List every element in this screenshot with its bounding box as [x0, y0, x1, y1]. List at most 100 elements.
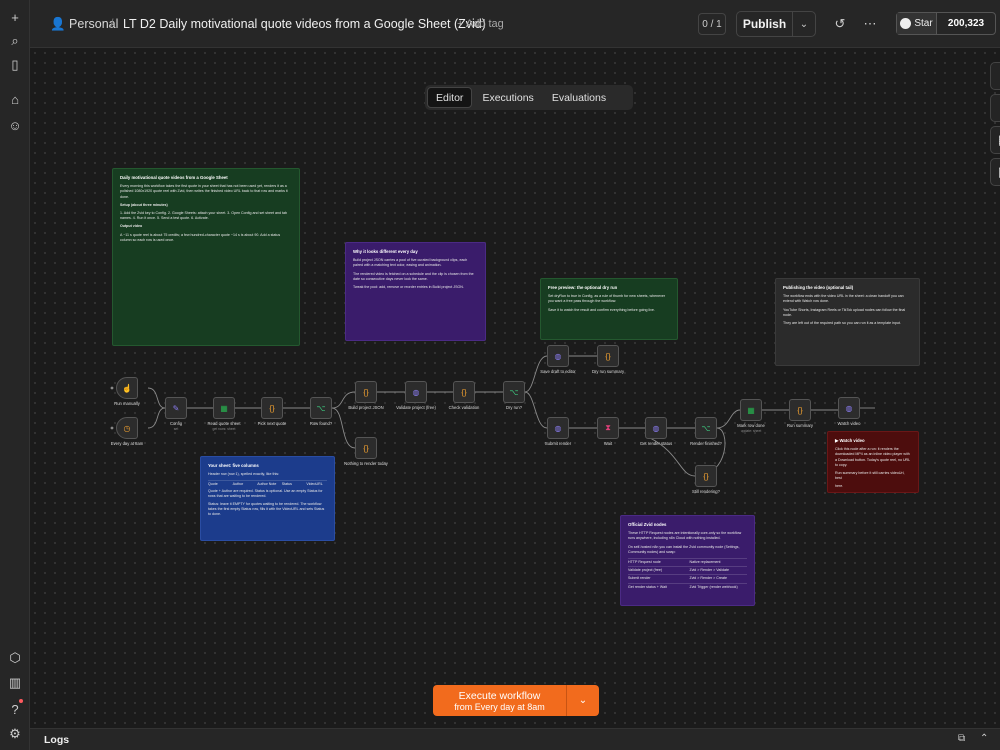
- sticky-note-button[interactable]: ▤: [990, 126, 1000, 154]
- node-validate[interactable]: ◍: [405, 381, 427, 403]
- node-row-found-label: Row found?: [309, 421, 333, 426]
- zvid-cell: Zvid > Render > Create: [689, 576, 728, 581]
- sheet-col-videourl: VideoURL: [306, 482, 323, 487]
- home-icon[interactable]: ⌂: [11, 91, 19, 107]
- notification-dot: [19, 699, 23, 703]
- sticky-intro-body4: Output video: [120, 224, 143, 229]
- node-submit-render-label: Submit render: [544, 441, 572, 446]
- chevron-up-icon[interactable]: ⌃: [980, 733, 989, 744]
- node-check-validation-label: Check validation: [448, 405, 480, 410]
- sheet-col-status: Status: [281, 482, 292, 487]
- sticky-zvid-body1: These HTTP Request nodes are intentional…: [628, 531, 742, 541]
- sticky-zvid[interactable]: Official Zvid nodes These HTTP Request n…: [620, 515, 755, 606]
- chevron-down-icon[interactable]: ⌄: [799, 18, 809, 30]
- insights-icon[interactable]: ▥: [8, 675, 22, 690]
- popout-icon[interactable]: ⧉: [958, 733, 966, 744]
- tab-evaluations[interactable]: Evaluations: [551, 91, 607, 104]
- sticky-preview[interactable]: Free preview: the optional dry run Set d…: [540, 278, 678, 340]
- settings-icon[interactable]: ⚙: [9, 726, 21, 741]
- breadcrumb-project[interactable]: 👤 Personal: [50, 17, 119, 31]
- sticky-publishing[interactable]: Publishing the video (optional tail) The…: [775, 278, 920, 366]
- canvas-search-button[interactable]: ⌕: [990, 94, 1000, 122]
- node-still-rendering[interactable]: {}: [695, 465, 717, 487]
- node-read-sheet[interactable]: ▦: [213, 397, 235, 419]
- publish-button[interactable]: Publish: [737, 12, 793, 36]
- node-save-draft[interactable]: ◍: [547, 345, 569, 367]
- chevron-down-icon[interactable]: ⌄: [578, 695, 588, 706]
- workflow-title[interactable]: LT D2 Daily motivational quote videos fr…: [123, 17, 486, 31]
- node-check-validation[interactable]: {}: [453, 381, 475, 403]
- branch-icon: ⌥: [316, 403, 326, 413]
- add-icon[interactable]: +: [11, 9, 19, 25]
- node-dry-summary[interactable]: {}: [597, 345, 619, 367]
- globe-icon: ◍: [412, 387, 420, 397]
- sticky-intro-body3: 1. Add the Zvid key to Config. 2. Google…: [120, 211, 288, 221]
- node-pick-quote[interactable]: {}: [261, 397, 283, 419]
- tab-editor[interactable]: Editor: [427, 87, 473, 108]
- sidebar-toggle-icon[interactable]: ▯: [11, 57, 19, 72]
- sticky-watch-body2: Run summary before it still carries vide…: [835, 471, 905, 481]
- node-read-sheet-sublabel: get rows: sheet: [212, 427, 236, 431]
- history-icon[interactable]: ↺: [834, 16, 846, 31]
- node-watch-video[interactable]: ◍: [838, 397, 860, 419]
- node-wait[interactable]: ⧗: [597, 417, 619, 439]
- node-run-summary-label: Run summary: [786, 423, 814, 428]
- tab-executions[interactable]: Executions: [482, 91, 534, 104]
- node-still-rendering-label: Still rendering?: [692, 489, 720, 494]
- node-every-day-label: Every day at 8am: [110, 441, 144, 446]
- sheets-icon: ▦: [747, 405, 755, 415]
- hourglass-icon: ⧗: [605, 423, 611, 432]
- add-node-button[interactable]: +: [990, 62, 1000, 90]
- node-mark-row-sublabel: update: sheet: [740, 429, 762, 433]
- github-star-button[interactable]: Star 200,323: [896, 12, 996, 35]
- logs-panel[interactable]: Logs ⧉ ⌃: [30, 728, 1000, 750]
- sticky-intro[interactable]: Daily motivational quote videos from a G…: [112, 168, 300, 346]
- sticky-watch[interactable]: ▶ Watch video Click this node after a ru…: [827, 431, 919, 493]
- node-render-finished[interactable]: ⌥: [695, 417, 717, 439]
- node-run-summary[interactable]: {}: [789, 399, 811, 421]
- code-icon: {}: [797, 405, 803, 415]
- left-rail: + ⌕ ▯ ⌂ ☺ ⬡ ▥ ? ⚙: [0, 0, 30, 750]
- more-options-icon[interactable]: ⋯: [863, 16, 877, 31]
- node-build-json[interactable]: {}: [355, 381, 377, 403]
- zvid-cell: Validate project (free): [628, 568, 663, 573]
- node-mark-row[interactable]: ▦: [740, 399, 762, 421]
- sticky-publishing-body2: YouTube Shorts, Instagram Reels or TikTo…: [783, 307, 906, 317]
- zvid-cell: Native replacement: [689, 560, 721, 565]
- add-tag-button[interactable]: + Add tag: [457, 18, 504, 30]
- panel-toggle-button[interactable]: ▥: [990, 158, 1000, 186]
- node-get-status[interactable]: ◍: [645, 417, 667, 439]
- sticky-why[interactable]: Why it looks different every day Build p…: [345, 242, 486, 341]
- edit-icon: ✎: [172, 403, 180, 413]
- node-submit-render[interactable]: ◍: [547, 417, 569, 439]
- node-config[interactable]: ✎: [165, 397, 187, 419]
- version-counter: 0 / 1: [698, 13, 726, 35]
- node-every-day[interactable]: ◷: [116, 417, 138, 439]
- templates-icon[interactable]: ⬡: [9, 650, 21, 665]
- sticky-publishing-title: Publishing the video (optional tail): [783, 285, 854, 290]
- sticky-why-body3: Tweak the pool: add, remove or reorder e…: [353, 285, 464, 290]
- sticky-intro-title: Daily motivational quote videos from a G…: [120, 175, 228, 180]
- branch-icon: ⌥: [701, 423, 711, 433]
- sticky-sheet[interactable]: Your sheet: five columns Header row (row…: [200, 456, 335, 541]
- workflow-canvas[interactable]: Editor Executions Evaluations + ⌕ ▤ ▥: [30, 48, 1000, 728]
- execute-workflow-button[interactable]: Execute workflow from Every day at 8am: [433, 685, 567, 716]
- node-nothing-render[interactable]: {}: [355, 437, 377, 459]
- execute-workflow-button-group: Execute workflow from Every day at 8am ⌄: [433, 685, 599, 716]
- logs-label: Logs: [44, 734, 70, 746]
- node-run-manually[interactable]: ☝: [116, 377, 138, 399]
- sticky-why-body1: Build project JSON carries a pool of fiv…: [353, 258, 468, 268]
- sheet-col-author: Author: [232, 482, 244, 487]
- user-icon[interactable]: ☺: [8, 117, 22, 133]
- sticky-intro-body5: A ~11 s quote reel is about 75 credits; …: [120, 232, 281, 242]
- help-icon[interactable]: ?: [11, 701, 19, 717]
- publish-button-group: Publish ⌄: [736, 11, 816, 37]
- search-icon[interactable]: ⌕: [11, 33, 19, 48]
- sticky-watch-title: ▶ Watch video: [835, 438, 865, 443]
- top-header: 👤 Personal / LT D2 Daily motivational qu…: [30, 0, 1000, 48]
- pointer-icon: ☝: [122, 383, 132, 393]
- node-row-found[interactable]: ⌥: [310, 397, 332, 419]
- node-dry-run[interactable]: ⌥: [503, 381, 525, 403]
